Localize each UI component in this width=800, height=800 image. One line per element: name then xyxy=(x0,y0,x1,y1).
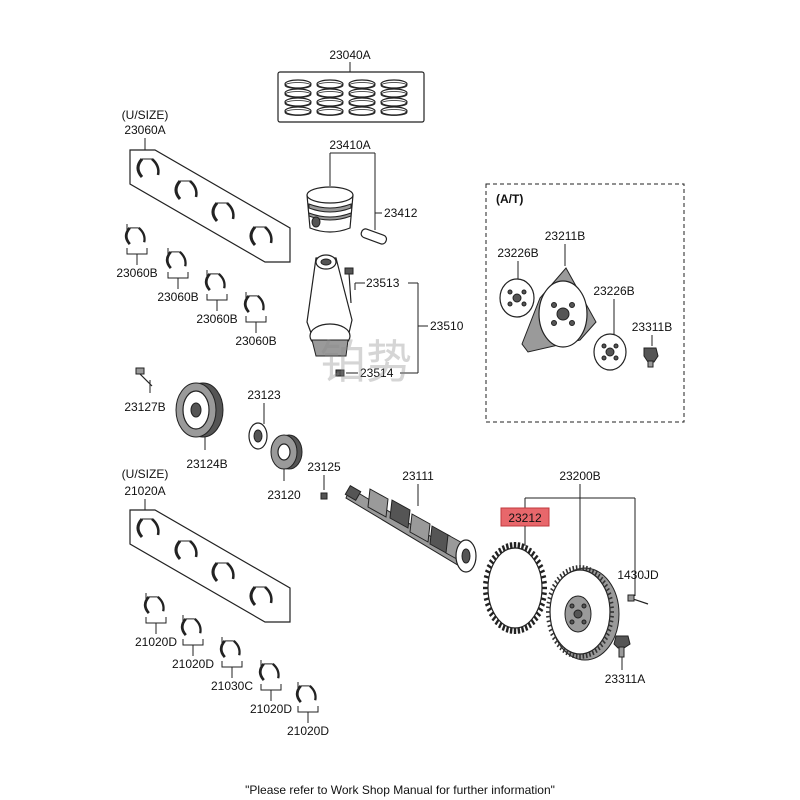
label-upper-b1: 23060B xyxy=(116,266,157,280)
flywheel[interactable] xyxy=(546,565,620,661)
label-lower-usize: (U/SIZE) xyxy=(122,467,169,481)
label-upper-b4: 23060B xyxy=(235,334,276,348)
label-key: 23125 xyxy=(307,460,341,474)
label-sprocket: 23120 xyxy=(267,488,301,502)
label-pulley: 23124B xyxy=(186,457,227,471)
main-thrust-bearing[interactable]: 21030C xyxy=(211,637,253,693)
label-main-bearing-set: 21020A xyxy=(124,484,165,498)
crankshaft[interactable]: 23111 xyxy=(344,469,477,573)
label-flywheel-assy: 23200B xyxy=(559,469,600,483)
crank-pulley[interactable]: 23124B xyxy=(175,382,228,471)
piston[interactable]: 23410A 23412 xyxy=(306,138,418,245)
label-conrod-bolt: 23513 xyxy=(366,276,400,290)
crank-key[interactable]: 23125 xyxy=(307,460,341,500)
at-drive-plate-group[interactable]: (A/T) 23226B 23211B 23226B 23311B xyxy=(485,183,685,423)
label-upper-b2: 23060B xyxy=(157,290,198,304)
label-upper-usize: (U/SIZE) xyxy=(122,108,169,122)
piston-ring-1 xyxy=(284,79,312,116)
label-main-thrust: 21030C xyxy=(211,679,253,693)
upper-bearing-b2[interactable]: 23060B xyxy=(157,248,199,304)
upper-bearing-set[interactable]: (U/SIZE) 23060A xyxy=(122,108,291,263)
label-at-plate: 23211B xyxy=(545,229,585,243)
label-dowel-pin: 1430JD xyxy=(617,568,659,582)
upper-bearing-b1[interactable]: 23060B xyxy=(116,224,158,280)
piston-ring-4 xyxy=(380,79,408,116)
watermark-text: 铂势 xyxy=(320,335,412,389)
upper-bearing-b4[interactable]: 23060B xyxy=(235,292,277,348)
flywheel-assembly[interactable]: 23200B xyxy=(524,469,636,596)
label-key-washer: 23123 xyxy=(247,388,281,402)
main-bearing-d3[interactable]: 21020D xyxy=(250,660,292,716)
label-main-d4: 21020D xyxy=(287,724,329,738)
label-flywheel-bolt: 23311A xyxy=(605,672,645,686)
flywheel-bolt[interactable]: 23311A xyxy=(605,635,645,686)
label-piston: 23410A xyxy=(329,138,370,152)
piston-ring-2 xyxy=(316,79,344,116)
connecting-rod[interactable]: 23513 23510 23514 xyxy=(306,254,464,380)
label-at-title: (A/T) xyxy=(496,192,523,206)
label-at-adapter-right: 23226B xyxy=(593,284,634,298)
label-conrod-assy: 23510 xyxy=(430,319,464,333)
label-upper-b3: 23060B xyxy=(196,312,237,326)
piston-ring-3 xyxy=(348,79,376,116)
label-pulley-bolt: 23127B xyxy=(124,400,165,414)
ring-gear[interactable]: 23212 xyxy=(483,507,550,634)
timing-sprocket[interactable]: 23120 xyxy=(267,434,303,502)
main-bearing-set[interactable]: (U/SIZE) 21020A xyxy=(122,467,291,623)
main-bearing-d2[interactable]: 21020D xyxy=(172,615,214,671)
label-at-bolt: 23311B xyxy=(632,320,672,334)
label-upper-bearing-set: 23060A xyxy=(124,123,165,137)
pulley-bolt[interactable]: 23127B xyxy=(124,367,166,414)
label-ring-gear: 23212 xyxy=(508,511,542,525)
label-piston-pin: 23412 xyxy=(384,206,418,220)
label-piston-rings: 23040A xyxy=(329,48,370,62)
label-at-adapter-left: 23226B xyxy=(497,246,538,260)
label-main-d1: 21020D xyxy=(135,635,177,649)
label-main-d2: 21020D xyxy=(172,657,214,671)
key-washer[interactable]: 23123 xyxy=(247,388,281,450)
label-conrod-nut: 23514 xyxy=(360,366,394,380)
piston-ring-set[interactable]: 23040A xyxy=(277,48,425,123)
label-main-d3: 21020D xyxy=(250,702,292,716)
footer-note: "Please refer to Work Shop Manual for fu… xyxy=(245,783,555,797)
main-bearing-d1[interactable]: 21020D xyxy=(135,593,177,649)
dowel-pin[interactable]: 1430JD xyxy=(617,568,659,605)
main-bearing-d4[interactable]: 21020D xyxy=(287,682,329,738)
upper-bearing-b3[interactable]: 23060B xyxy=(196,270,238,326)
label-crankshaft: 23111 xyxy=(402,469,434,483)
